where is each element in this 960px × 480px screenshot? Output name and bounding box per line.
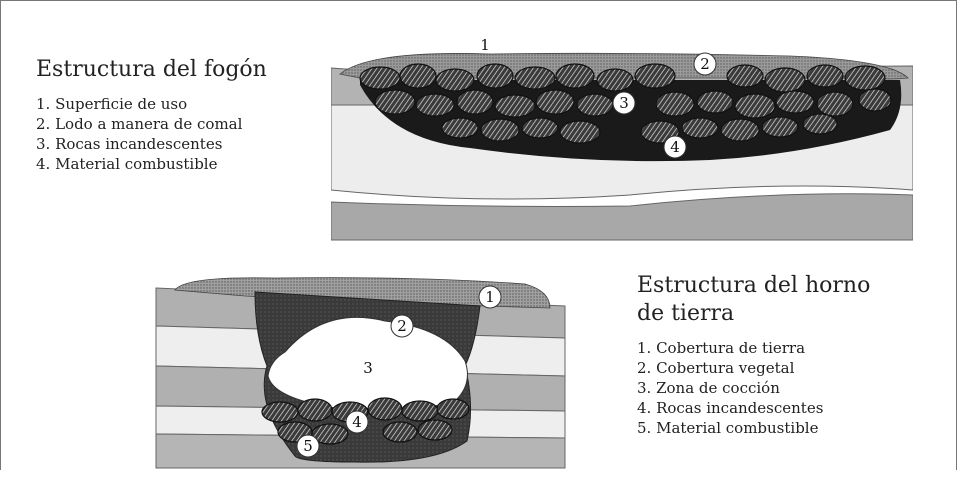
horno-diagram: 1 2 3 4 5 [155,266,567,470]
fogon-diagram: 1 2 3 4 [330,30,914,242]
fogon-label-1: 1 [480,36,490,54]
horno-item-3: 3. Zona de cocción [637,378,937,398]
horno-item-4: 4. Rocas incandescentes [637,398,937,418]
fogon-label-2: 2 [700,55,710,73]
horno-title-line2: de tierra [637,300,937,328]
fogon-item-3: 3. Rocas incandescentes [36,134,336,154]
fogon-title: Estructura del fogón [36,56,336,84]
fogon-item-1: 1. Superficie de uso [36,94,336,114]
horno-label-3: 3 [363,359,373,377]
horno-label-1: 1 [485,288,495,306]
horno-item-5: 5. Material combustible [637,418,937,438]
fogon-item-2: 2. Lodo a manera de comal [36,114,336,134]
horno-item-2: 2. Cobertura vegetal [637,358,937,378]
fogon-legend: Estructura del fogón 1. Superficie de us… [36,56,336,174]
horno-label-2: 2 [397,317,407,335]
horno-title-line1: Estructura del horno [637,272,937,300]
horno-label-5: 5 [303,437,313,455]
horno-legend: Estructura del horno de tierra 1. Cobert… [637,272,937,438]
horno-label-4: 4 [352,413,362,431]
fogon-label-3: 3 [619,94,629,112]
fogon-label-4: 4 [670,138,680,156]
fogon-item-4: 4. Material combustible [36,154,336,174]
horno-item-1: 1. Cobertura de tierra [637,338,937,358]
